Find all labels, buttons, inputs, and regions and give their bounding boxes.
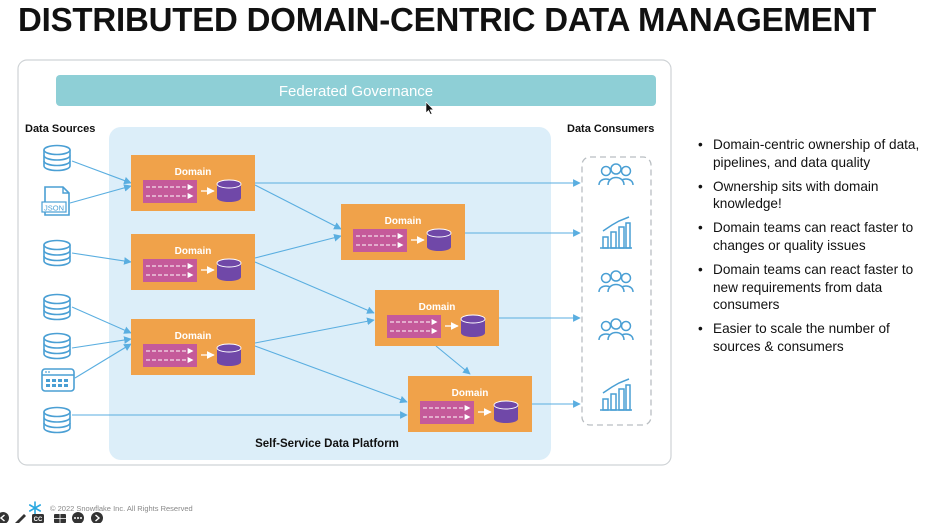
- page-title: DISTRIBUTED DOMAIN-CENTRIC DATA MANAGEME…: [18, 1, 877, 38]
- arrow-domain-3-domain-6: [254, 345, 408, 404]
- domain-box: Domain: [131, 155, 255, 211]
- domain-label: Domain: [175, 331, 212, 342]
- platform-label: Self-Service Data Platform: [255, 438, 399, 450]
- database-icon: [43, 293, 71, 321]
- arrow-domain-2-domain-4: [254, 233, 342, 259]
- slides-grid-icon[interactable]: [54, 514, 66, 523]
- data-consumers: [598, 163, 634, 411]
- database-icon: [460, 314, 486, 337]
- copyright-footer: © 2022 Snowflake Inc. All Rights Reserve…: [50, 504, 193, 513]
- database-icon: [426, 228, 452, 251]
- people-icon: [598, 163, 634, 186]
- bullet-item: Domain teams can react faster to changes…: [697, 219, 937, 254]
- pipeline-block: [143, 180, 197, 203]
- consumers-group-box: [581, 156, 652, 426]
- database-icon: [43, 332, 71, 360]
- arrow-domain-3-domain-5: [254, 317, 375, 344]
- pipeline-block: [420, 401, 474, 424]
- arrow-source-3-domain-2: [71, 252, 132, 265]
- bar-chart-icon: [600, 378, 632, 411]
- arrow-domain-1-domain-4: [254, 184, 342, 230]
- database-icon: [43, 144, 71, 172]
- domain-box: Domain: [341, 204, 465, 260]
- bar-chart-icon: [600, 216, 632, 249]
- people-icon: [598, 270, 634, 293]
- arrow-source-4-domain-3: [71, 306, 132, 334]
- arrow-source-1-domain-1: [71, 160, 132, 185]
- federated-governance-bar: Federated Governance: [56, 75, 656, 106]
- next-slide-icon[interactable]: [91, 512, 103, 523]
- arrow-domain-5-domain-6: [435, 345, 471, 375]
- governance-label: Federated Governance: [279, 83, 433, 100]
- presentation-toolbar: CC: [0, 512, 103, 523]
- domain-label: Domain: [385, 216, 422, 227]
- svg-text:CC: CC: [34, 517, 43, 523]
- database-icon: [43, 239, 71, 267]
- domain-box: Domain: [408, 376, 532, 432]
- database-icon: [216, 258, 242, 281]
- arrow-source-5-domain-3: [71, 336, 132, 349]
- bullet-item: Ownership sits with domain knowledge!: [697, 178, 937, 213]
- pipeline-block: [143, 259, 197, 282]
- app-window-icon: [41, 368, 75, 392]
- arrow-json-domain-1: [69, 184, 132, 204]
- data-sources: JSON: [41, 144, 75, 434]
- previous-slide-icon[interactable]: [0, 512, 9, 523]
- data-sources-label: Data Sources: [25, 123, 95, 135]
- arrow-app-domain-3: [74, 343, 132, 379]
- more-options-icon[interactable]: [72, 512, 84, 523]
- pipeline-block: [387, 315, 441, 338]
- bullet-item: Domain-centric ownership of data, pipeli…: [697, 136, 937, 171]
- mouse-cursor: [425, 101, 435, 115]
- domain-label: Domain: [175, 167, 212, 178]
- people-icon: [598, 318, 634, 341]
- database-icon: [43, 406, 71, 434]
- arrow-domain-2-domain-5: [254, 261, 375, 314]
- bullet-item: Domain teams can react faster to new req…: [697, 261, 937, 314]
- domain-box: Domain: [131, 319, 255, 375]
- pipeline-block: [353, 229, 407, 252]
- database-icon: [216, 179, 242, 202]
- json-label: JSON: [44, 204, 64, 213]
- database-icon: [493, 400, 519, 423]
- flow-arrows: [69, 160, 581, 419]
- pipeline-block: [143, 344, 197, 367]
- captions-icon[interactable]: CC: [32, 514, 44, 523]
- pen-icon[interactable]: [15, 514, 26, 523]
- domain-label: Domain: [175, 246, 212, 257]
- bullet-list: Domain-centric ownership of data, pipeli…: [697, 136, 937, 362]
- domain-box: Domain: [131, 234, 255, 290]
- database-icon: [216, 343, 242, 366]
- json-file-icon: JSON: [41, 186, 70, 216]
- bullet-item: Easier to scale the number of sources & …: [697, 320, 937, 355]
- snowflake-logo-icon: [29, 501, 41, 515]
- domain-label: Domain: [452, 388, 489, 399]
- domain-box: Domain: [375, 290, 499, 346]
- domain-label: Domain: [419, 302, 456, 313]
- data-consumers-label: Data Consumers: [567, 123, 654, 135]
